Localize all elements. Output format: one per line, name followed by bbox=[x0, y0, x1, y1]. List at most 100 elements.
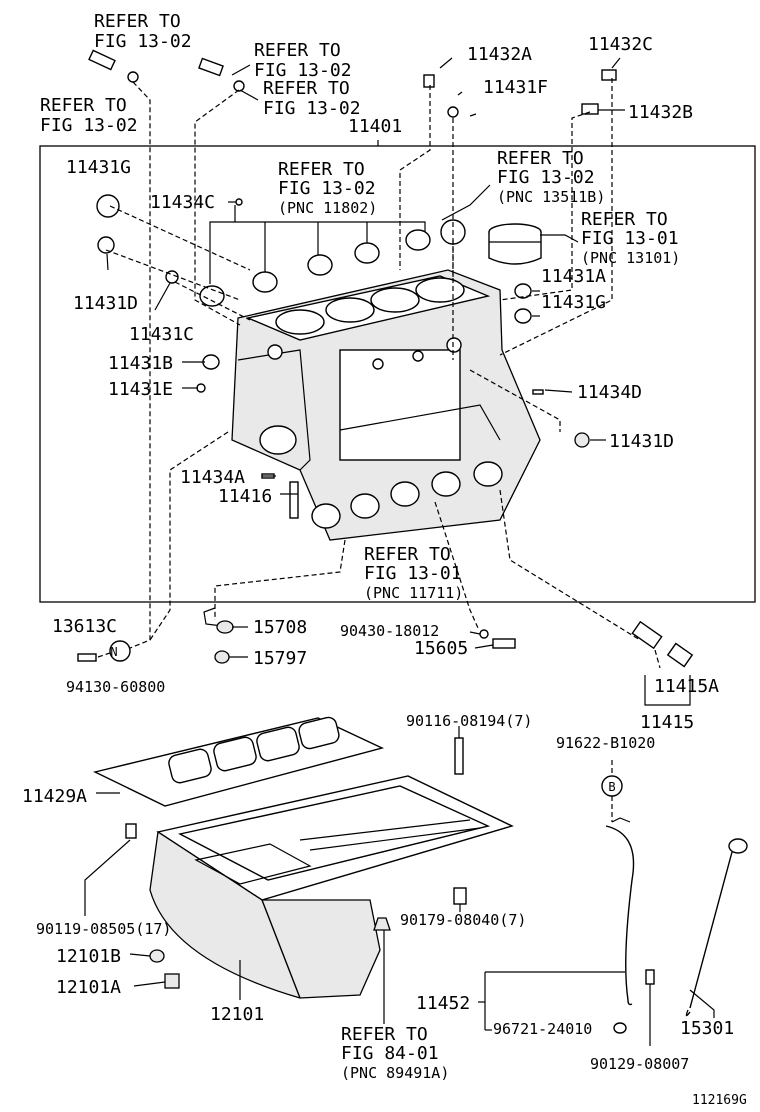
refer-d-l1: REFER TO bbox=[263, 78, 350, 99]
label-11431a: 11431A bbox=[541, 266, 606, 287]
label-11431e: 11431E bbox=[108, 379, 173, 400]
label-90119: 90119-08505(17) bbox=[36, 920, 171, 938]
sensor-89491a bbox=[373, 917, 391, 931]
piston bbox=[488, 223, 542, 265]
circle-n-letter: N bbox=[110, 645, 117, 659]
label-11429a: 11429A bbox=[22, 786, 87, 807]
refer-a-l1: REFER TO bbox=[94, 11, 181, 32]
label-15605: 15605 bbox=[414, 638, 468, 659]
label-11416: 11416 bbox=[218, 486, 272, 507]
label-11431b: 11431B bbox=[108, 353, 173, 374]
refer-11711-l3: (PNC 11711) bbox=[364, 584, 463, 602]
refer-11711-l2: FIG 13-01 bbox=[364, 563, 462, 584]
cam-bearings bbox=[199, 229, 431, 307]
label-11434d: 11434D bbox=[577, 382, 642, 403]
refer-13101-l1: REFER TO bbox=[581, 209, 668, 230]
label-91622: 91622-B1020 bbox=[556, 734, 655, 752]
bolt-11416 bbox=[289, 481, 299, 519]
label-96721: 96721-24010 bbox=[493, 1020, 592, 1038]
refer-13101-l2: FIG 13-01 bbox=[581, 228, 679, 249]
refer-11802-l1: REFER TO bbox=[278, 159, 365, 180]
plug-12101a bbox=[164, 973, 180, 989]
label-11432b: 11432B bbox=[628, 102, 693, 123]
label-11431c: 11431C bbox=[129, 324, 194, 345]
pin-11434d bbox=[532, 389, 544, 395]
washer-90430 bbox=[479, 629, 489, 639]
label-15708: 15708 bbox=[253, 617, 307, 638]
circle-n bbox=[109, 640, 131, 662]
dipstick-guide-11452 bbox=[605, 825, 635, 1006]
refer-89491a-l1: REFER TO bbox=[341, 1024, 428, 1045]
label-90129: 90129-08007 bbox=[590, 1055, 689, 1073]
label-11431d: 11431D bbox=[73, 293, 138, 314]
refer-a-l2: FIG 13-02 bbox=[94, 31, 192, 52]
label-15797: 15797 bbox=[253, 648, 307, 669]
label-12101b: 12101B bbox=[56, 946, 121, 967]
block-frame bbox=[39, 145, 756, 603]
label-11415: 11415 bbox=[640, 712, 694, 733]
gasket-11429a bbox=[92, 716, 385, 807]
circle-b-letter: B bbox=[608, 780, 615, 794]
top-fasteners bbox=[88, 49, 617, 118]
label-90430: 90430-18012 bbox=[340, 622, 439, 640]
label-12101: 12101 bbox=[210, 1004, 264, 1025]
plug-11431d-left bbox=[97, 236, 115, 254]
figure-code: 112169G bbox=[692, 1093, 747, 1108]
plug-11431e bbox=[196, 383, 206, 393]
refer-b-l2: FIG 13-02 bbox=[40, 115, 138, 136]
refer-11802-l3: (PNC 11802) bbox=[278, 199, 377, 217]
part-15797 bbox=[214, 650, 230, 664]
bolt-90129 bbox=[645, 969, 655, 985]
bolt-13613c bbox=[77, 653, 97, 662]
drain-cock-11415 bbox=[631, 620, 694, 706]
label-13613c: 13613C bbox=[52, 616, 117, 637]
label-90116: 90116-08194(7) bbox=[406, 712, 532, 730]
refer-89491a-l2: FIG 84-01 bbox=[341, 1043, 439, 1064]
label-12101a: 12101A bbox=[56, 977, 121, 998]
stud-90116 bbox=[454, 737, 464, 775]
refer-11711-l1: REFER TO bbox=[364, 544, 451, 565]
refer-d-l2: FIG 13-02 bbox=[263, 98, 361, 119]
label-11431g: 11431G bbox=[66, 157, 131, 178]
refer-13511b-l1: REFER TO bbox=[497, 148, 584, 169]
refer-c-l1: REFER TO bbox=[254, 40, 341, 61]
label-11432c: 11432C bbox=[588, 34, 653, 55]
label-11401: 11401 bbox=[348, 116, 402, 137]
label-11431f: 11431F bbox=[483, 77, 548, 98]
label-11452: 11452 bbox=[416, 993, 470, 1014]
o-ring-96721 bbox=[613, 1022, 627, 1034]
refer-13511b-l3: (PNC 13511B) bbox=[497, 188, 605, 206]
plug-11431d-right bbox=[574, 432, 590, 448]
plug-11431b bbox=[202, 354, 220, 370]
plug-11431g-2 bbox=[514, 308, 532, 324]
gasket-12101b bbox=[149, 949, 165, 963]
oil-pan-12101 bbox=[149, 775, 514, 999]
leader-lines bbox=[105, 57, 641, 651]
part-15708 bbox=[216, 620, 234, 634]
refer-11802-l2: FIG 13-02 bbox=[278, 178, 376, 199]
label-11434a: 11434A bbox=[180, 467, 245, 488]
refer-c-l2: FIG 13-02 bbox=[254, 60, 352, 81]
bolt-15605 bbox=[492, 638, 516, 649]
bolt-90119 bbox=[125, 823, 137, 839]
label-11431g-2: 11431G bbox=[541, 292, 606, 313]
label-90179: 90179-08040(7) bbox=[400, 911, 526, 929]
label-11432a: 11432A bbox=[467, 44, 532, 65]
label-11434c: 11434C bbox=[150, 192, 215, 213]
plug-11431a bbox=[514, 283, 532, 299]
plug-11431g bbox=[96, 194, 120, 218]
label-11431d-2: 11431D bbox=[609, 431, 674, 452]
refer-89491a-l3: (PNC 89491A) bbox=[341, 1064, 449, 1082]
refer-13511b-l2: FIG 13-02 bbox=[497, 167, 595, 188]
